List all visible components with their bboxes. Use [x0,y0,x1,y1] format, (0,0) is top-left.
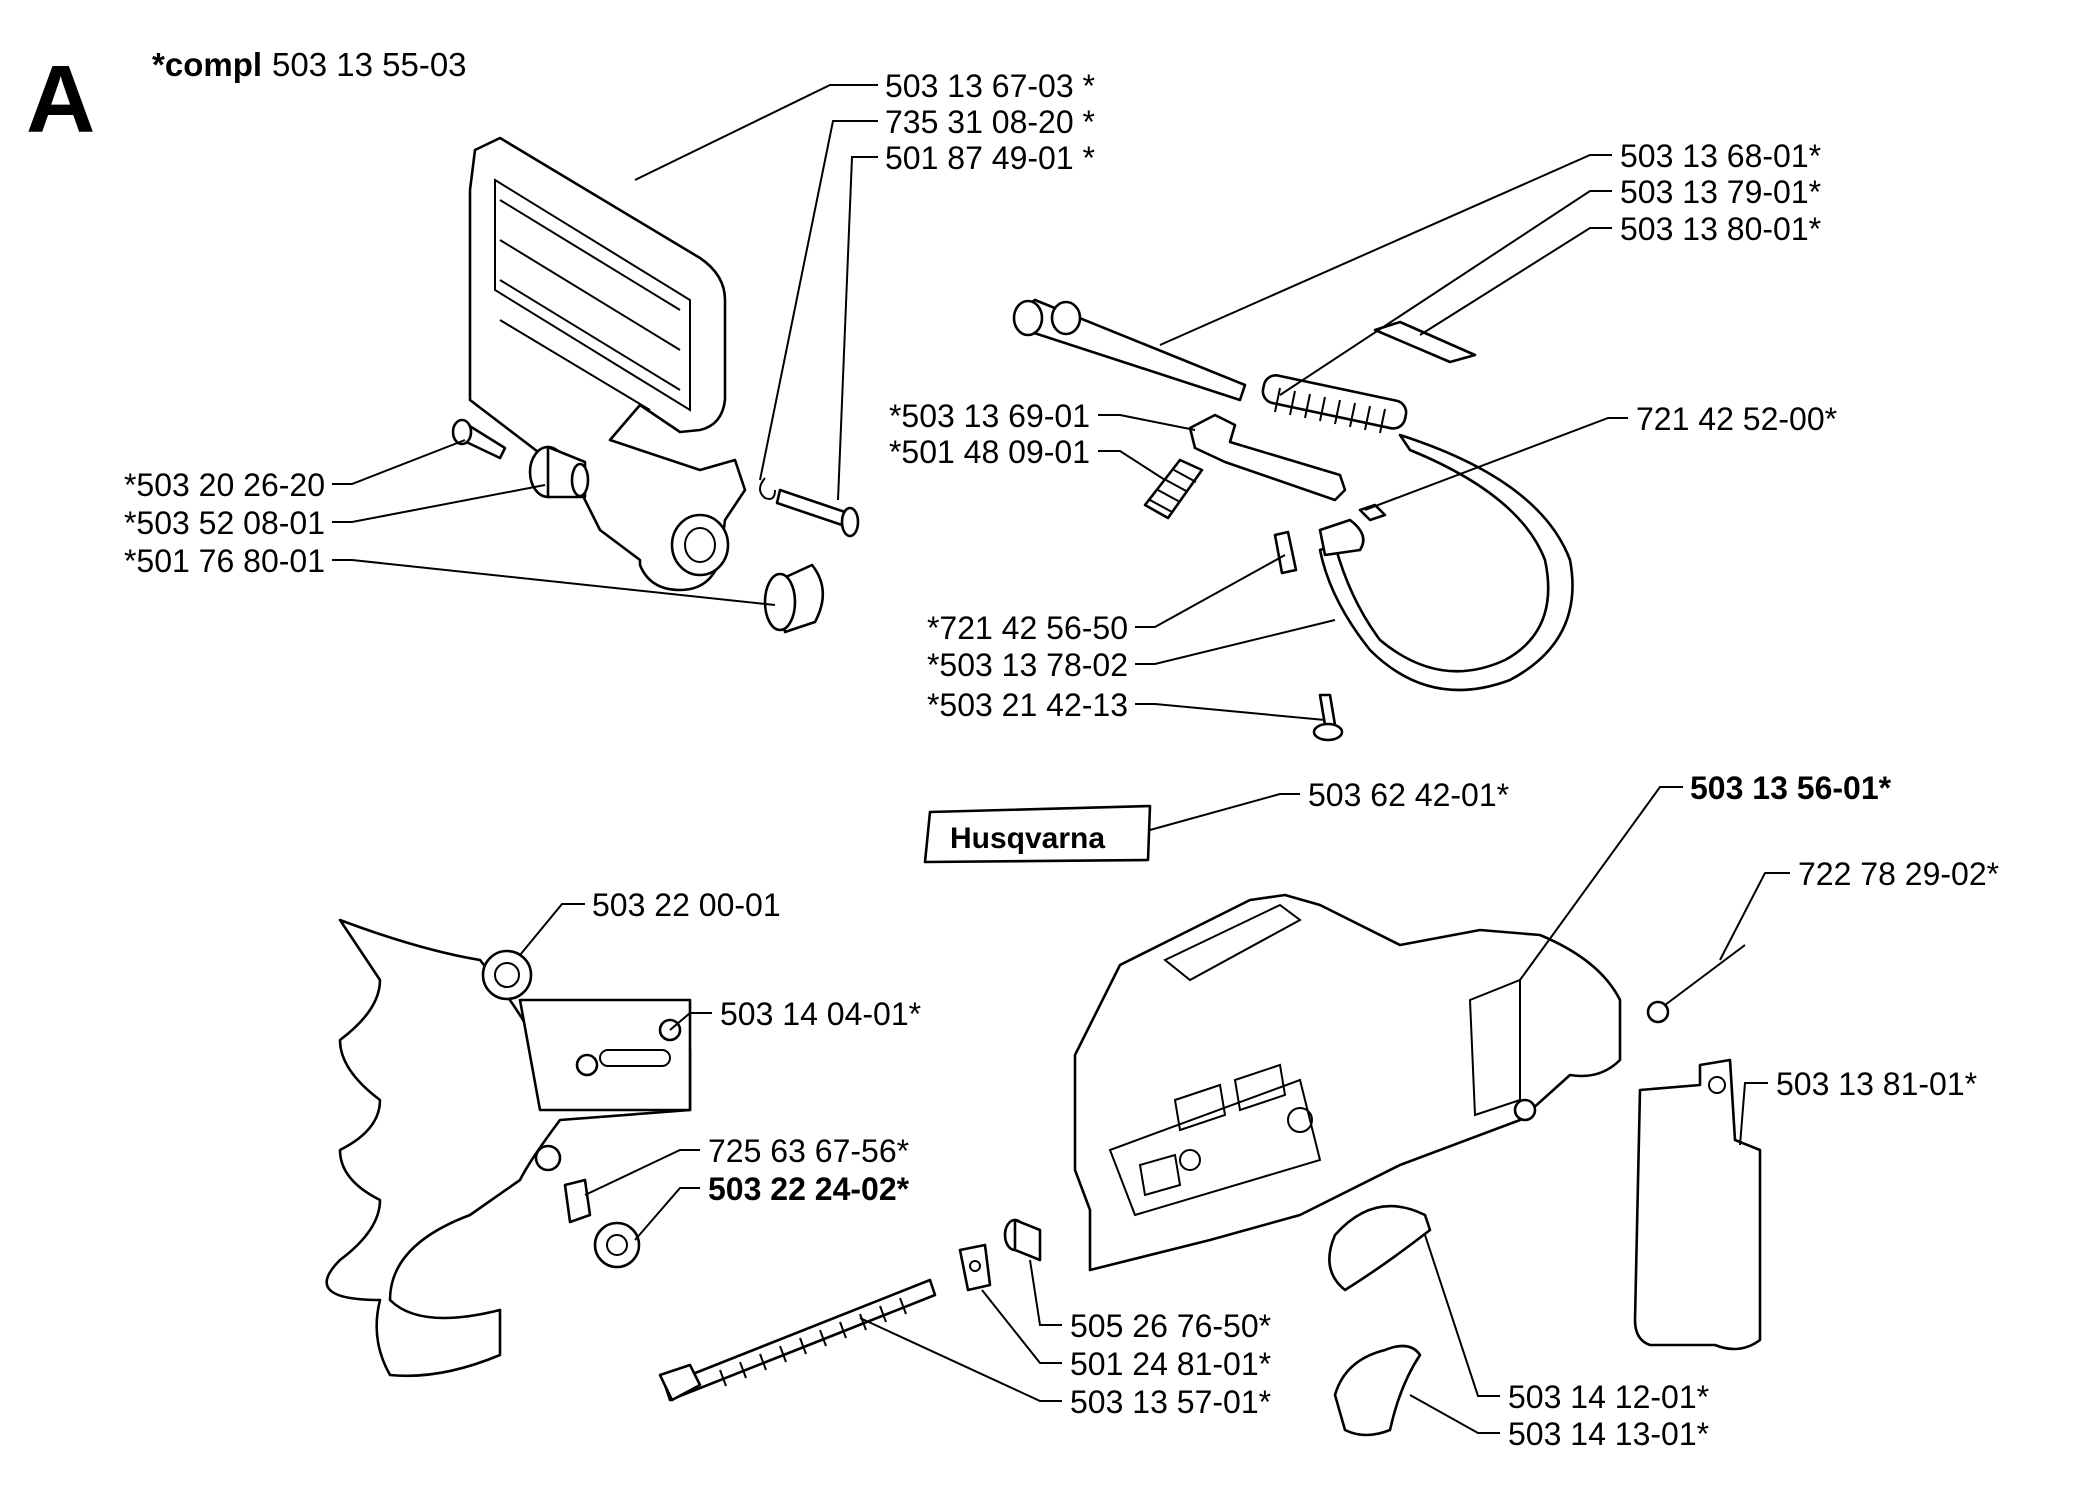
nut-503-22-24-drawing [593,1221,641,1269]
part-number-label-p18: 722 78 29-02* [1798,856,1999,892]
part-number-label-p25: 501 24 81-01* [1070,1346,1271,1382]
spring-501-48-09-drawing [1143,458,1204,520]
part-number-label-p27: 503 14 12-01* [1508,1379,1709,1415]
pin-501-87-49-drawing [759,477,860,538]
cover-plate-drawing [468,136,747,592]
pin-722-78-29-drawing [1646,944,1746,1024]
brake-rod-drawing [1012,298,1247,402]
bushing-503-52-08-drawing [528,445,590,499]
part-number-label-p3: 501 87 49-01 * [885,140,1095,176]
part-number-label-p20: 503 14 04-01* [720,996,921,1032]
section-letter: A [26,46,95,153]
part-number-label-p13: *721 42 56-50 [927,610,1128,646]
brake-band-drawing [1318,433,1574,692]
part-number-label-p10: *503 20 26-20 [124,467,325,503]
husqvarna-logo-text: Husqvarna [950,822,1105,855]
guide-bar-plate-drawing [325,918,692,1378]
washer-501-24-81-drawing [958,1243,992,1292]
part-number-label-p9: 721 42 52-00* [1636,401,1837,437]
part-number-label-p22: 503 22 24-02* [708,1171,910,1207]
bolt-503-20-26-drawing [451,418,507,460]
panel-503-13-81-drawing [1633,1058,1762,1351]
part-number-label-p24: 505 26 76-50* [1070,1308,1271,1344]
assembly-prefix: *compl [152,46,262,83]
part-number-label-p4: 503 13 68-01* [1620,138,1821,174]
screw-503-21-42-drawing [1312,693,1344,742]
assembly-number: 503 13 55-03 [272,46,467,83]
part-number-label-p26: 503 13 57-01* [1070,1384,1271,1420]
nut-505-26-76-drawing [1003,1218,1042,1262]
part-number-label-p5: 503 13 79-01* [1620,174,1821,210]
part-number-label-p6: 503 13 80-01* [1620,211,1821,247]
part-number-label-p19: 503 22 00-01 [592,887,781,923]
spacer-501-76-80-drawing [763,563,825,634]
leader-lines [332,84,1790,1434]
part-number-label-p7: *503 13 69-01 [889,398,1090,434]
clutch-cover-drawing [1073,893,1622,1272]
stud-725-63-67-drawing [563,1178,592,1224]
part-number-label-p8: *501 48 09-01 [889,434,1090,470]
part-number-label-p2: 735 31 08-20 * [885,104,1095,140]
part-number-label-p21: 725 63 67-56* [708,1133,909,1169]
part-number-label-p17: 503 13 56-01* [1690,770,1892,806]
part-labels: 503 13 67-03 *735 31 08-20 *501 87 49-01… [124,68,1999,1452]
pin-721-42-56-drawing [1273,530,1298,575]
nut-503-22-00-drawing [481,949,533,1001]
knob-503-14-13-drawing [1333,1344,1422,1437]
assembly-heading: *compl 503 13 55-03 [152,46,467,83]
spring-503-13-79-drawing [1261,374,1408,434]
part-number-label-p11: *503 52 08-01 [124,505,325,541]
lever-503-13-69-drawing [1188,413,1347,502]
knob-503-14-12-drawing [1328,1204,1432,1292]
part-number-label-p15: *503 21 42-13 [927,687,1128,723]
part-number-label-p28: 503 14 13-01* [1508,1416,1709,1452]
part-number-label-p14: *503 13 78-02 [927,647,1128,683]
husqvarna-decal-drawing: Husqvarna [923,804,1152,864]
plate-503-13-80-drawing [1373,320,1477,364]
part-number-label-p23: 503 13 81-01* [1776,1066,1977,1102]
part-number-label-p12: *501 76 80-01 [124,543,325,579]
tensioner-screw-drawing [658,1278,937,1402]
part-number-label-p16: 503 62 42-01* [1308,777,1509,813]
part-number-label-p1: 503 13 67-03 * [885,68,1095,104]
